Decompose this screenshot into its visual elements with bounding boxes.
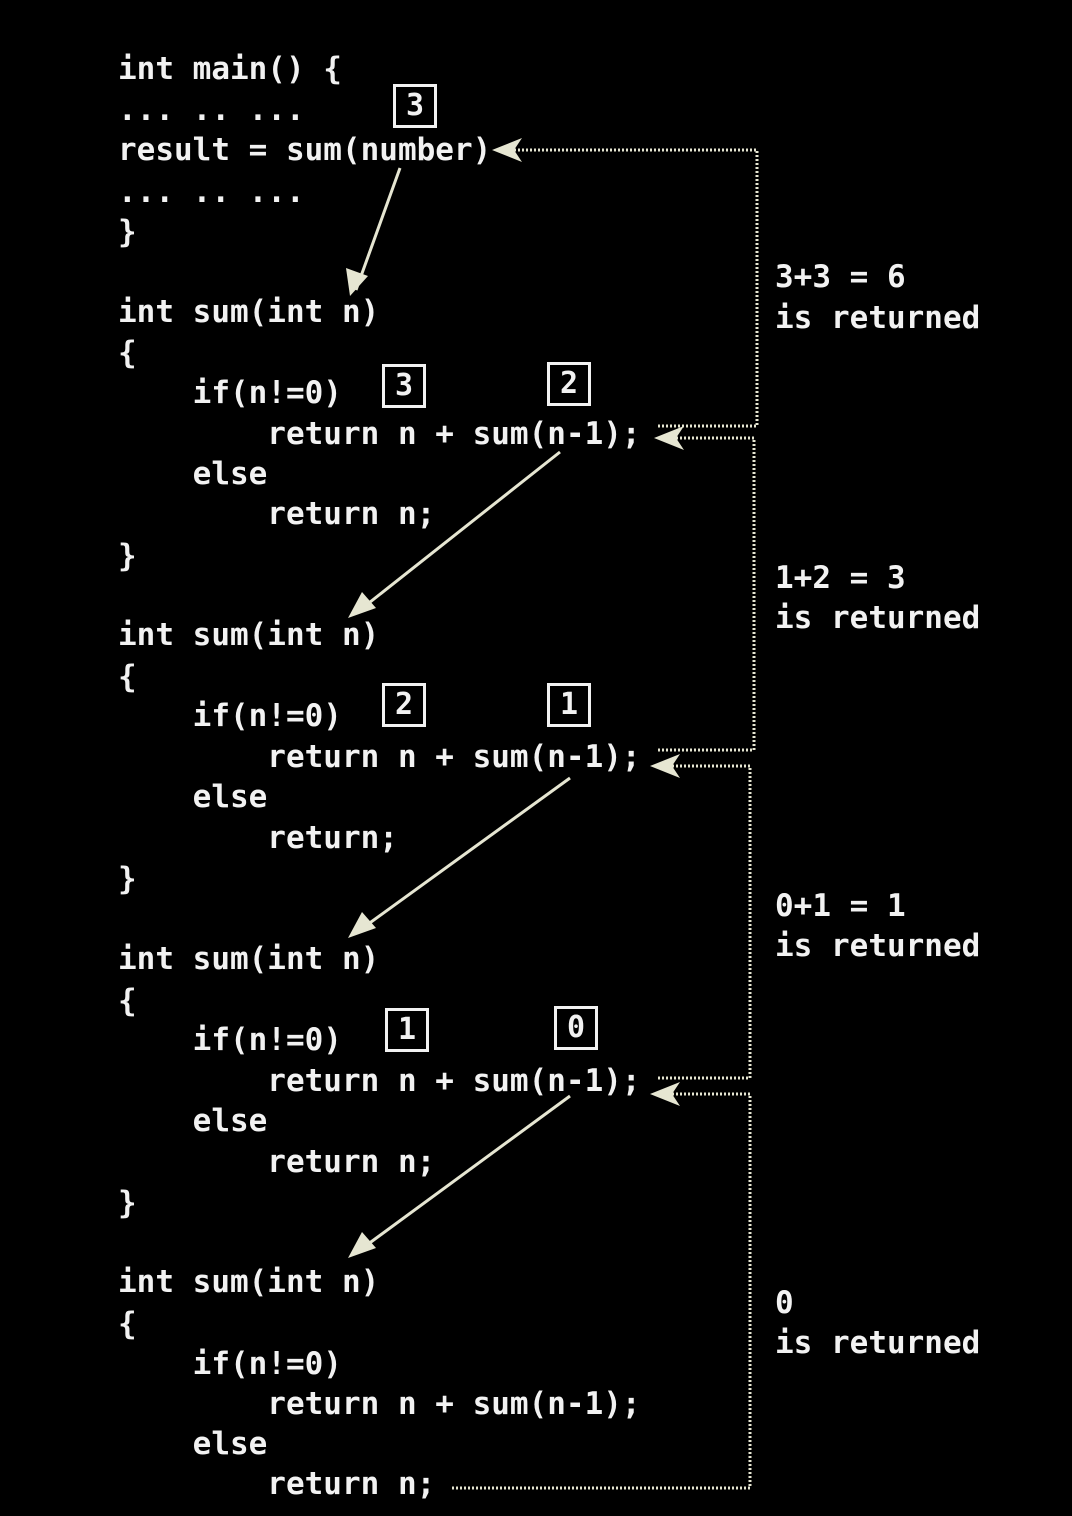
- main-number-box: 3: [393, 84, 437, 128]
- call-arrows: [346, 167, 571, 1258]
- return-arrowhead-call2: [650, 754, 680, 778]
- return-arrowhead-call3: [650, 1082, 680, 1106]
- call4-return-recursive: return n + sum(n-1);: [118, 1386, 641, 1422]
- note-r2-expression: 1+2 = 3: [775, 560, 906, 596]
- call3-close-brace: }: [118, 1185, 137, 1221]
- return-arrowhead-main: [492, 138, 522, 162]
- call1-open-brace: {: [118, 335, 137, 371]
- note-r4-text: is returned: [775, 1325, 981, 1361]
- call2-n-box: 2: [382, 683, 426, 727]
- call1-arg-box: 2: [547, 362, 591, 406]
- call4-return-base: return n;: [118, 1466, 436, 1502]
- call-arrow-call2-to-call3: [359, 776, 571, 932]
- return-path-call3-to-call2: [658, 764, 752, 1080]
- return-path-call1-to-main: [500, 148, 759, 428]
- return-path-call2-to-call1: [658, 436, 756, 752]
- call-arrowhead-3: [348, 912, 376, 938]
- call2-close-brace: }: [118, 861, 137, 897]
- call-arrowhead-1: [346, 268, 368, 296]
- call4-if: if(n!=0): [118, 1346, 342, 1382]
- call1-signature: int sum(int n): [118, 294, 380, 330]
- call3-else: else: [118, 1103, 268, 1139]
- call-arrowhead-4: [348, 1232, 376, 1258]
- call-arrow-main-to-call1: [354, 167, 402, 291]
- call1-n-box: 3: [382, 364, 426, 408]
- call2-else: else: [118, 779, 268, 815]
- call4-signature: int sum(int n): [118, 1264, 380, 1300]
- return-arrowheads: [492, 138, 684, 1106]
- call3-return-recursive: return n + sum(n-1);: [118, 1063, 641, 1099]
- main-ellipsis-2: ... .. ...: [118, 174, 305, 210]
- call-arrow-call1-to-call2: [359, 450, 561, 612]
- call1-return-base: return n;: [118, 496, 436, 532]
- call1-close-brace: }: [118, 538, 137, 574]
- main-result-line: result = sum(number): [118, 132, 492, 168]
- return-paths: [452, 148, 759, 1490]
- note-r3-text: is returned: [775, 928, 981, 964]
- call1-if: if(n!=0): [118, 375, 342, 411]
- call4-else: else: [118, 1426, 268, 1462]
- call2-if: if(n!=0): [118, 698, 342, 734]
- call1-return-recursive: return n + sum(n-1);: [118, 416, 641, 452]
- call-arrow-call3-to-call4: [359, 1094, 571, 1252]
- call2-open-brace: {: [118, 659, 137, 695]
- return-path-call4-to-call3: [452, 1092, 752, 1490]
- main-signature: int main() {: [118, 51, 342, 87]
- note-r1-text: is returned: [775, 300, 981, 336]
- call3-open-brace: {: [118, 983, 137, 1019]
- call3-signature: int sum(int n): [118, 941, 380, 977]
- call4-open-brace: {: [118, 1306, 137, 1342]
- note-r3-expression: 0+1 = 1: [775, 888, 906, 924]
- call3-n-box: 1: [385, 1008, 429, 1052]
- call2-return-recursive: return n + sum(n-1);: [118, 739, 641, 775]
- call-arrowhead-2: [348, 592, 376, 618]
- call2-return-base: return;: [118, 820, 398, 856]
- call3-arg-box: 0: [554, 1006, 598, 1050]
- note-r2-text: is returned: [775, 600, 981, 636]
- note-r1-expression: 3+3 = 6: [775, 259, 906, 295]
- note-r4-expression: 0: [775, 1285, 794, 1321]
- call1-else: else: [118, 456, 268, 492]
- main-ellipsis-1: ... .. ...: [118, 92, 305, 128]
- call2-arg-box: 1: [547, 683, 591, 727]
- main-close-brace: }: [118, 214, 137, 250]
- call3-return-base: return n;: [118, 1144, 436, 1180]
- return-arrowhead-call1: [654, 426, 684, 450]
- call2-signature: int sum(int n): [118, 617, 380, 653]
- call3-if: if(n!=0): [118, 1022, 342, 1058]
